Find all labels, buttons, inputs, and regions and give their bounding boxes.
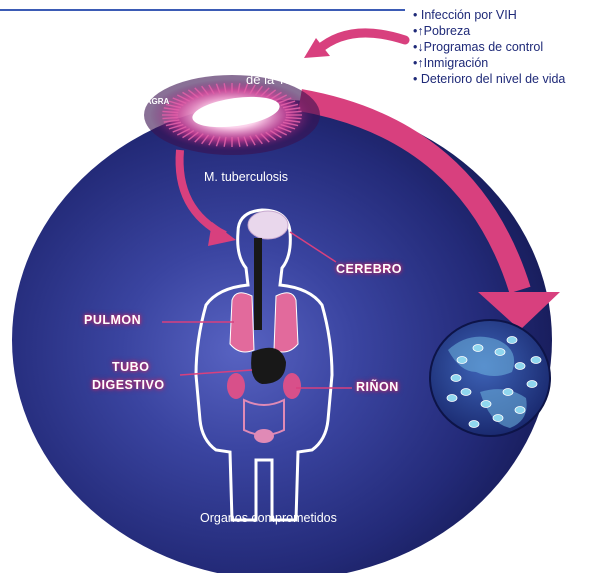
footer-caption: Organos comprometidos [200, 511, 337, 525]
bladder-shape [254, 429, 274, 443]
risk-factor-poverty: •↑Pobreza [413, 23, 565, 39]
globe-spot [451, 375, 461, 382]
digestive-label-line1: TUBO [112, 360, 149, 374]
globe-spot [507, 337, 517, 344]
risk-factor-living-standard: • Deterioro del nivel de vida [413, 71, 565, 87]
left-kidney-shape [227, 373, 245, 399]
globe-spot [469, 421, 479, 428]
right-kidney-shape [283, 373, 301, 399]
factors-arrow [318, 33, 405, 50]
risk-factors: • Infección por VIH •↑Pobreza •↓Programa… [413, 7, 565, 87]
corner-partial-label: FLAGRA [136, 97, 169, 106]
globe-spot [527, 381, 537, 388]
globe-spot [495, 349, 505, 356]
digestive-label-line2: DIGESTIVO [92, 378, 165, 392]
brain-label: CEREBRO [336, 262, 402, 276]
brain-shape [248, 211, 288, 239]
right-lung-shape [274, 293, 298, 352]
tbc-partial-label: de la TBC [246, 72, 304, 87]
globe-spot [457, 357, 467, 364]
globe-icon [430, 320, 550, 436]
globe-spot [481, 401, 491, 408]
bacterium-label: M. tuberculosis [204, 170, 288, 184]
globe-spot [493, 415, 503, 422]
globe-spot [515, 363, 525, 370]
risk-factor-hiv: • Infección por VIH [413, 7, 565, 23]
globe-spot [531, 357, 541, 364]
globe-spot [503, 389, 513, 396]
risk-factor-control-programs: •↓Programas de control [413, 39, 565, 55]
bacterium-icon [144, 75, 320, 155]
globe-spot [515, 407, 525, 414]
globe-spot [473, 345, 483, 352]
globe-spot [447, 395, 457, 402]
lung-label: PULMON [84, 313, 141, 327]
globe-spot [461, 389, 471, 396]
kidney-label: RIÑON [356, 380, 399, 394]
risk-factor-immigration: •↑Inmigración [413, 55, 565, 71]
